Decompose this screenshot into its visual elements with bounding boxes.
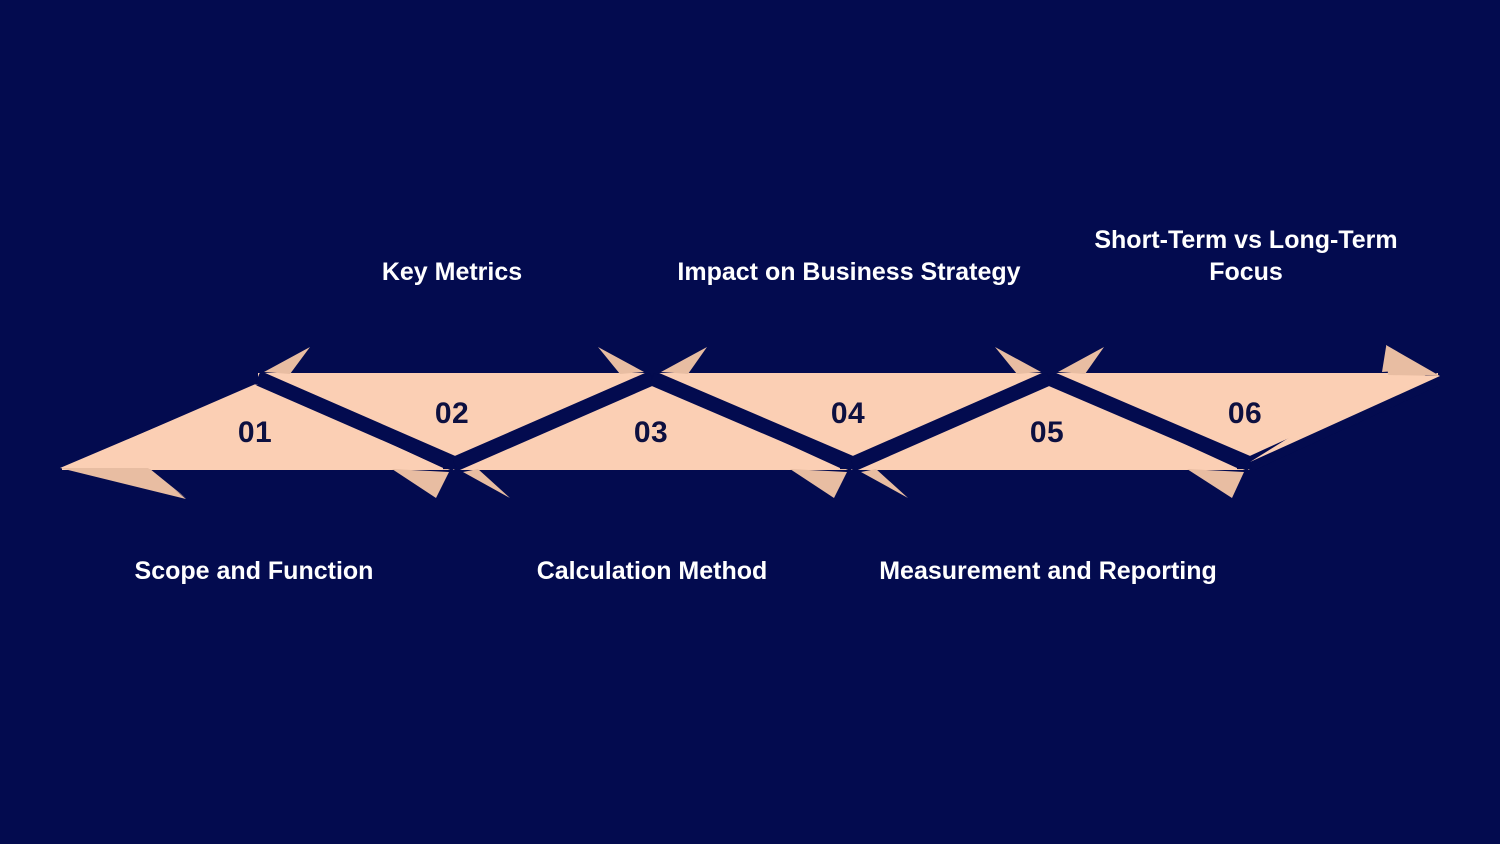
barb-out-06l — [1187, 469, 1244, 498]
barb-up-01 — [264, 347, 310, 374]
endcap-left-upper — [60, 384, 258, 468]
barb-out-02l — [392, 469, 449, 498]
endcap-left-tip — [60, 468, 186, 499]
top-rails — [258, 373, 1438, 377]
step-number-02: 02 — [435, 397, 469, 430]
step-caption-06: Short-Term vs Long-Term Focus — [1094, 226, 1398, 286]
arrow-body-06 — [1051, 375, 1438, 460]
arrow-body-02 — [258, 375, 650, 460]
step-caption-03: Calculation Method — [536, 557, 768, 585]
step-numbers: 01 02 03 04 05 06 — [238, 397, 1262, 449]
barb-up-05r — [1058, 347, 1104, 374]
step-number-04: 04 — [831, 397, 865, 430]
barb-out-04l — [790, 469, 847, 498]
step-caption-05: Measurement and Reporting — [879, 557, 1217, 585]
protruding-barbs — [146, 347, 1412, 498]
step-caption-04: Impact on Business Strategy — [677, 258, 1021, 286]
endcap-right-lower — [1250, 376, 1440, 462]
separator-strokes-overlay — [255, 373, 1441, 471]
step-caption-01: Scope and Function — [134, 557, 374, 585]
step-caption-02: Key Metrics — [381, 258, 523, 286]
barb-up-03r — [661, 347, 707, 374]
arrow-body-04 — [654, 375, 1047, 460]
step-number-03: 03 — [634, 416, 668, 449]
barb-up-05l — [995, 347, 1041, 374]
bottom-rails — [62, 468, 1237, 470]
step-number-05: 05 — [1030, 416, 1064, 449]
barb-out-04r — [861, 469, 908, 498]
step-number-06: 06 — [1228, 397, 1262, 430]
barb-up-03l — [598, 347, 644, 374]
barb-out-02r — [463, 469, 510, 498]
step-number-01: 01 — [238, 416, 272, 449]
endcap-right-tip — [1386, 345, 1440, 376]
